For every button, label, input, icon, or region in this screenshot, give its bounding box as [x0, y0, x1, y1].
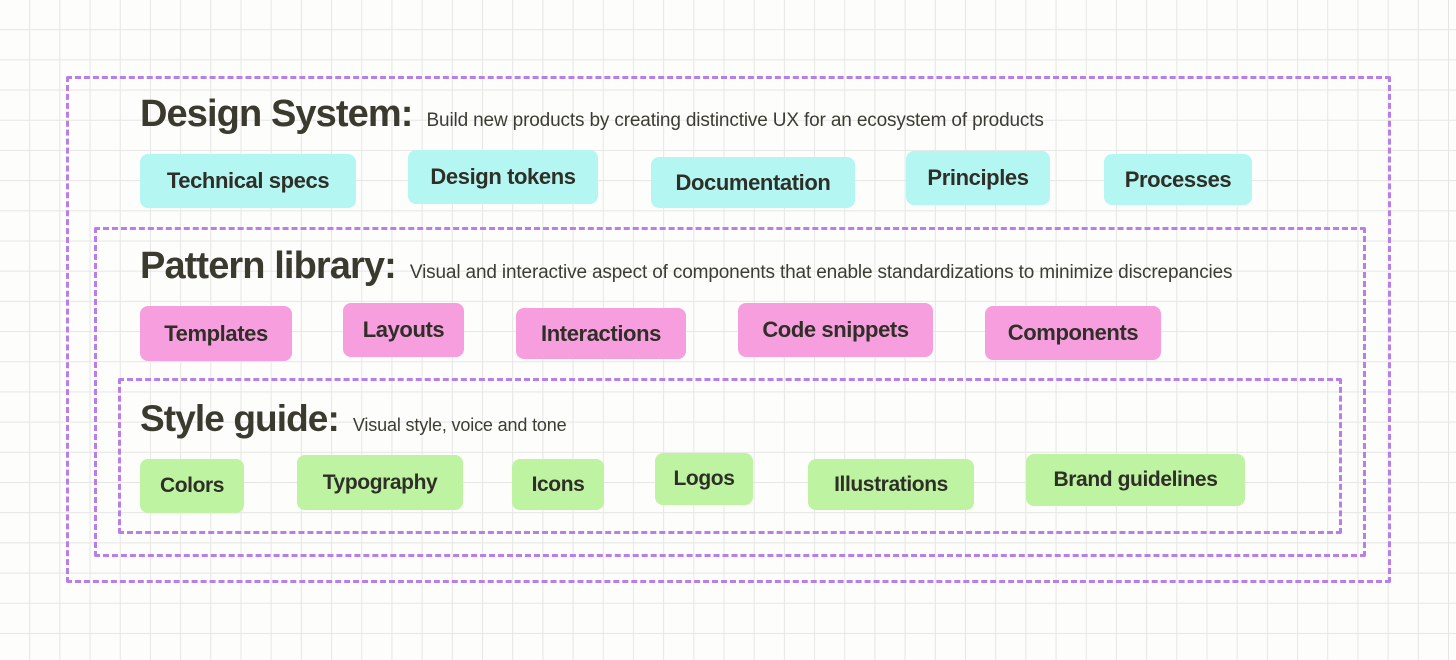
- pill-style-guide-1[interactable]: Typography: [297, 455, 463, 510]
- design-system-heading: Design System: Build new products by cre…: [140, 95, 1252, 133]
- pill-style-guide-3[interactable]: Logos: [655, 453, 753, 505]
- style-guide-container: [118, 378, 1342, 534]
- pill-style-guide-0[interactable]: Colors: [140, 459, 244, 513]
- pill-label: Icons: [531, 472, 585, 496]
- pill-label: Technical specs: [166, 168, 330, 193]
- design-system-section: Design System: Build new products by cre…: [140, 95, 1252, 208]
- pill-label: Layouts: [362, 317, 445, 342]
- pill-label: Principles: [927, 165, 1029, 190]
- pattern-library-pill-row: Templates Layouts Interactions Code snippet…: [140, 303, 1232, 361]
- design-system-container: [66, 76, 1391, 583]
- pill-label: Code snippets: [762, 317, 909, 342]
- pill-design-system-3[interactable]: Principles: [906, 151, 1050, 205]
- pill-label: Typography: [322, 470, 438, 494]
- style-guide-heading: Style guide: Visual style, voice and ton…: [140, 400, 1245, 437]
- pill-label: Interactions: [541, 320, 661, 346]
- pill-pattern-library-1[interactable]: Layouts: [343, 303, 464, 357]
- pill-label: Logos: [673, 467, 735, 490]
- pattern-library-title: Pattern library:: [140, 245, 397, 287]
- style-guide-pill-row: Colors Typography Icons Logos Illustrations B…: [140, 453, 1245, 513]
- pill-label: Brand guidelines: [1053, 468, 1218, 491]
- pill-label: Design tokens: [430, 164, 576, 189]
- pill-design-system-2[interactable]: Documentation: [651, 157, 855, 208]
- pill-pattern-library-4[interactable]: Components: [985, 306, 1161, 360]
- pill-design-system-1[interactable]: Design tokens: [408, 150, 598, 204]
- pill-style-guide-2[interactable]: Icons: [512, 459, 604, 510]
- design-system-pill-row: Technical specs Design tokens Documentatio…: [140, 150, 1252, 208]
- pill-pattern-library-0[interactable]: Templates: [140, 306, 292, 361]
- pill-label: Colors: [159, 474, 225, 497]
- pill-design-system-0[interactable]: Technical specs: [140, 154, 356, 208]
- pill-label: Templates: [164, 320, 268, 346]
- design-system-title: Design System:: [140, 93, 413, 135]
- style-guide-section: Style guide: Visual style, voice and ton…: [140, 400, 1245, 513]
- pill-label: Illustrations: [834, 472, 948, 496]
- pill-label: Components: [1007, 320, 1139, 345]
- pill-style-guide-5[interactable]: Brand guidelines: [1026, 454, 1245, 506]
- pattern-library-heading: Pattern library: Visual and interactive …: [140, 245, 1233, 287]
- style-guide-title: Style guide:: [140, 398, 340, 439]
- pill-label: Processes: [1124, 166, 1232, 192]
- pattern-library-container: [94, 227, 1366, 557]
- pill-pattern-library-2[interactable]: Interactions: [516, 308, 686, 359]
- style-guide-description: Visual style, voice and tone: [352, 415, 567, 435]
- design-system-description: Build new products by creating distincti…: [426, 110, 1044, 131]
- pill-style-guide-4[interactable]: Illustrations: [808, 459, 974, 510]
- pill-design-system-4[interactable]: Processes: [1104, 154, 1252, 205]
- pattern-library-description: Visual and interactive aspect of compone…: [409, 262, 1233, 283]
- pill-label: Documentation: [675, 169, 831, 195]
- pill-pattern-library-3[interactable]: Code snippets: [738, 303, 933, 357]
- pattern-library-section: Pattern library: Visual and interactive …: [140, 245, 1233, 361]
